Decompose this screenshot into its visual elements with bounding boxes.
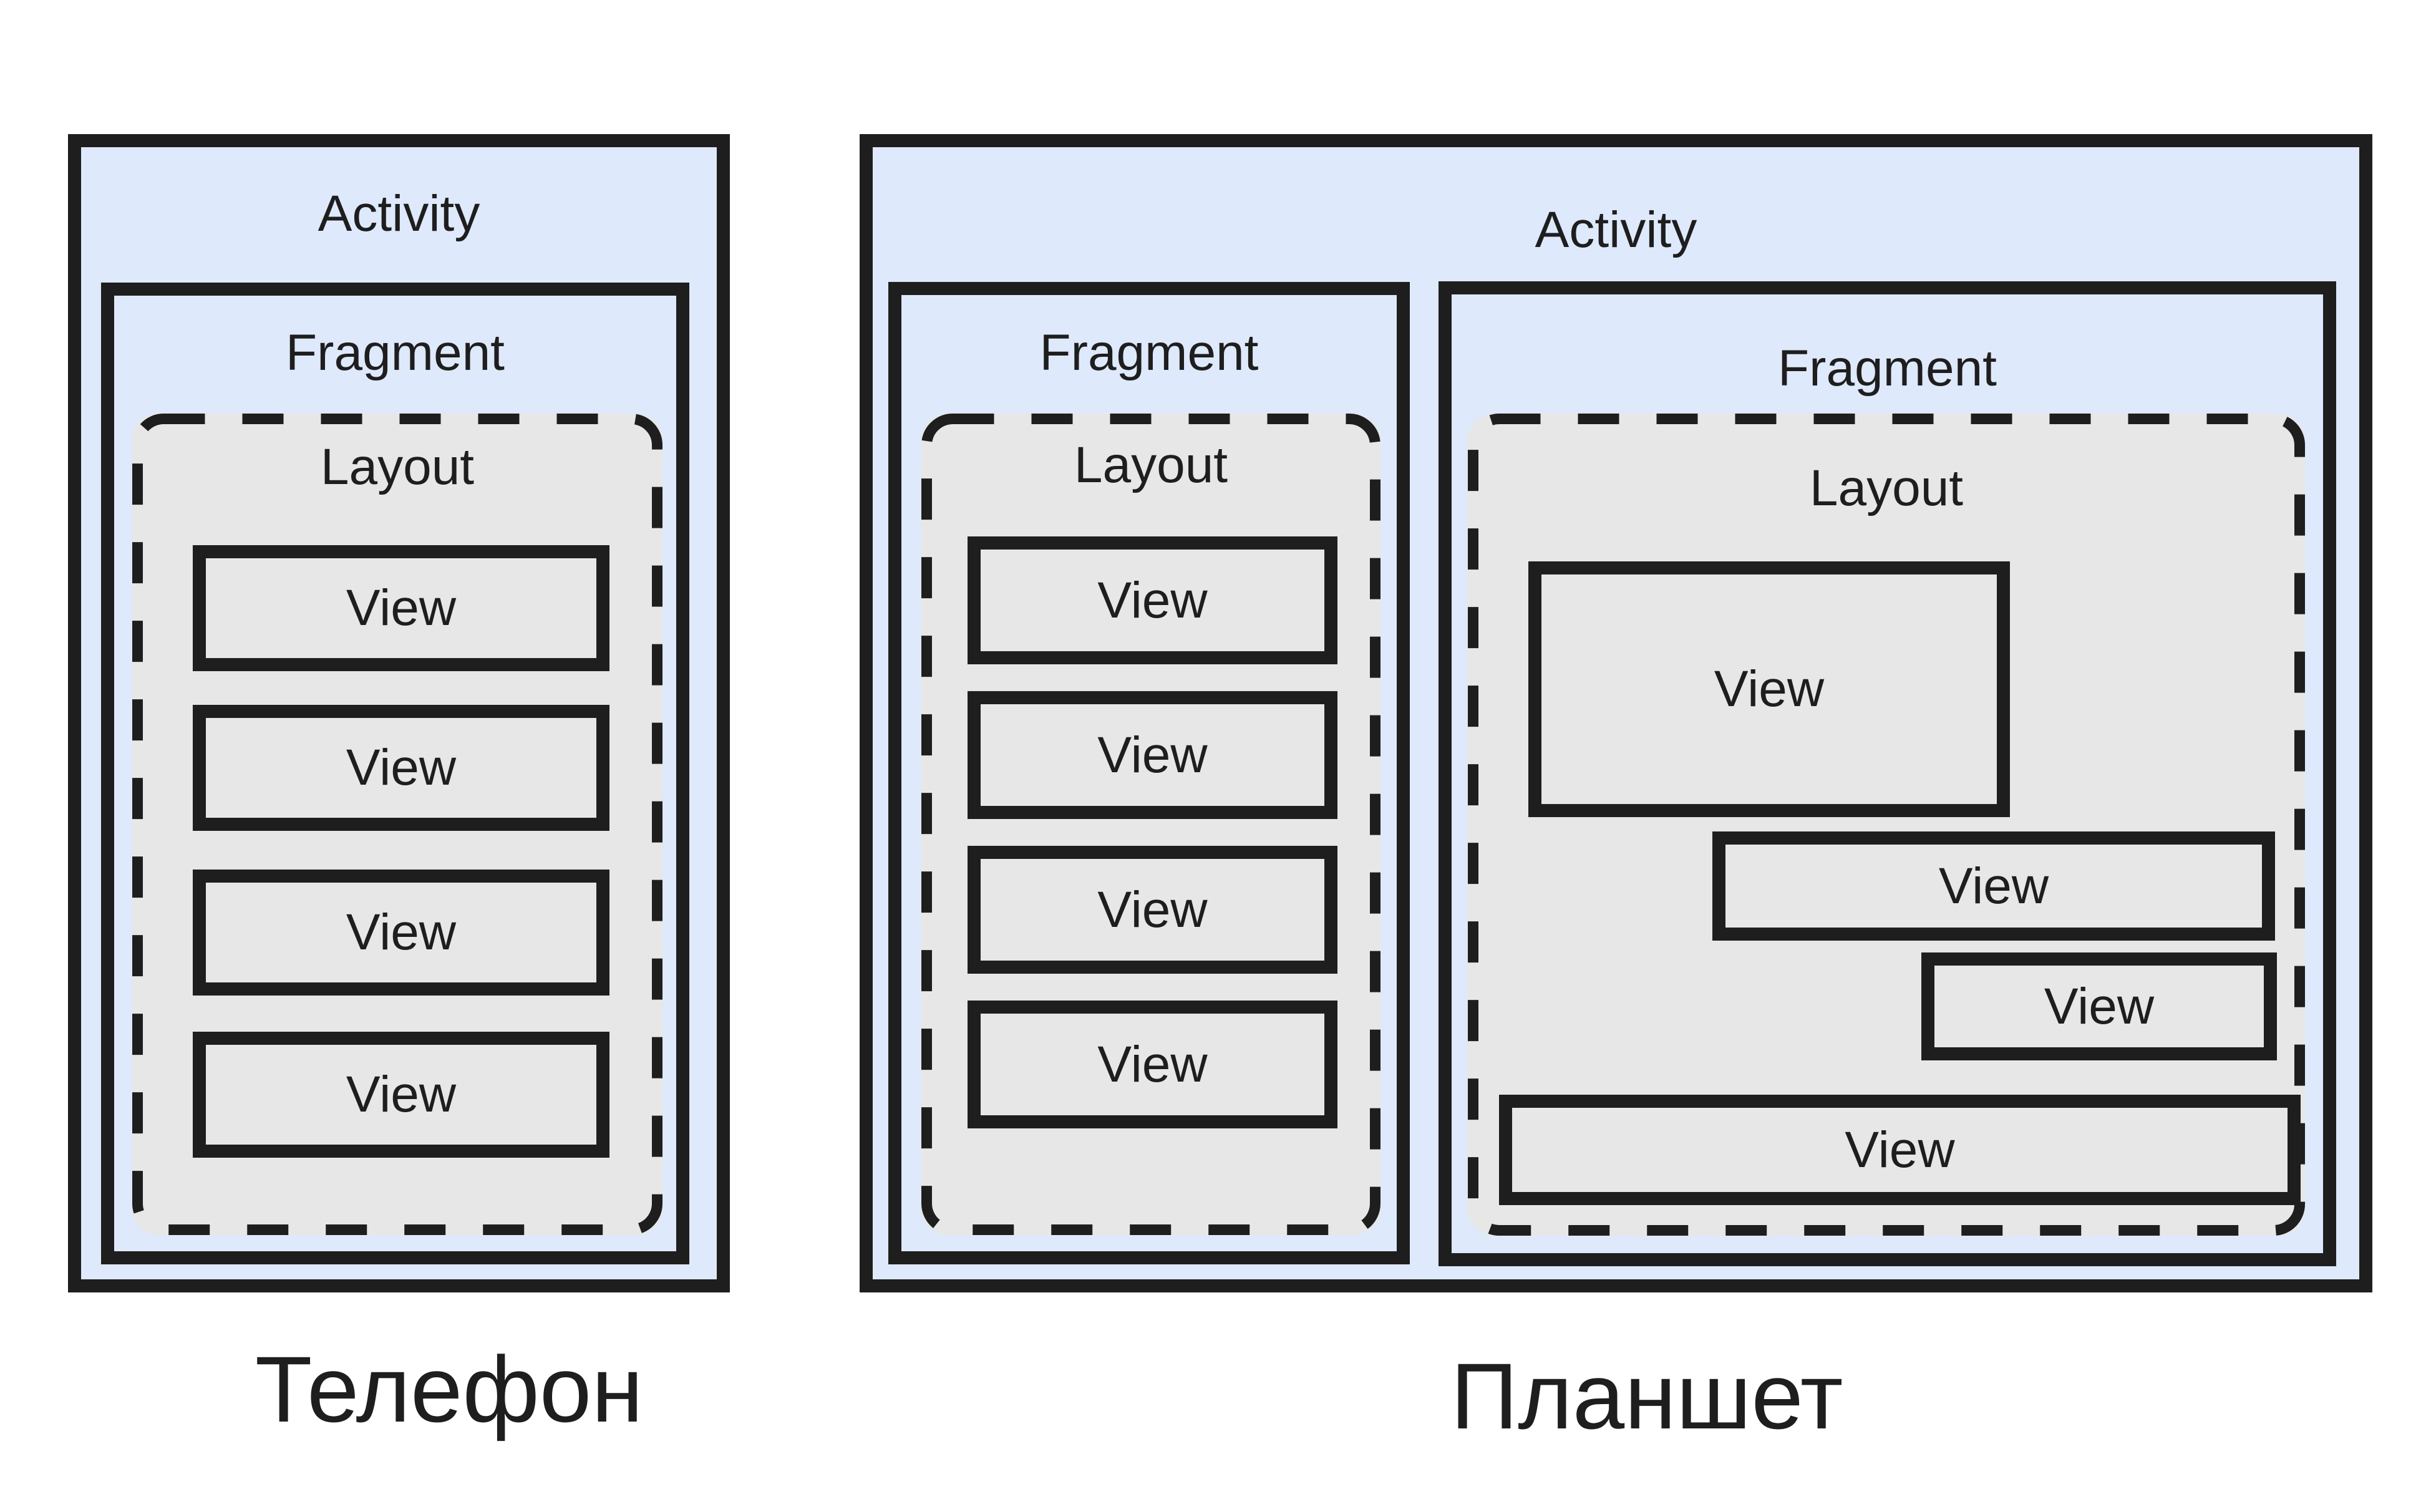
tablet-right-view-bottom: View bbox=[1499, 1095, 2301, 1205]
tablet-activity-box: Activity Fragment Layout View View View … bbox=[860, 134, 2372, 1292]
phone-layout-dashed-border bbox=[132, 414, 662, 1235]
tablet-fragment-right-label: Fragment bbox=[1778, 340, 1997, 397]
tablet-left-layout-dashed-border bbox=[921, 414, 1380, 1235]
tablet-fragment-left-label: Fragment bbox=[1039, 324, 1259, 381]
tablet-left-view-1: View bbox=[968, 536, 1337, 664]
phone-layout-box: Layout View View View View bbox=[132, 414, 662, 1235]
tablet-right-layout-dashed-border bbox=[1468, 414, 2305, 1236]
tablet-right-view-large: View bbox=[1528, 561, 2010, 817]
phone-view-4: View bbox=[193, 1032, 609, 1158]
phone-fragment-box: Fragment Layout View View View View bbox=[101, 283, 689, 1264]
tablet-left-layout-label: Layout bbox=[1074, 437, 1228, 493]
tablet-activity-label: Activity bbox=[1535, 201, 1697, 258]
tablet-left-view-4: View bbox=[968, 1001, 1337, 1128]
tablet-right-layout-label: Layout bbox=[1809, 460, 1964, 516]
tablet-left-view-2: View bbox=[968, 691, 1337, 819]
tablet-fragment-left-layout-box: Layout View View View View bbox=[921, 414, 1380, 1235]
tablet-left-view-3: View bbox=[968, 846, 1337, 974]
phone-activity-box: Activity Fragment Layout View View View … bbox=[68, 134, 730, 1292]
phone-caption: Телефон bbox=[255, 1337, 644, 1442]
phone-view-2: View bbox=[193, 705, 609, 831]
phone-layout-label: Layout bbox=[320, 439, 475, 495]
phone-view-1: View bbox=[193, 545, 609, 671]
phone-fragment-label: Fragment bbox=[286, 324, 505, 381]
phone-activity-label: Activity bbox=[318, 185, 480, 242]
tablet-fragment-right-box: Fragment Layout View View View View bbox=[1439, 281, 2336, 1266]
tablet-fragment-left-box: Fragment Layout View View View View bbox=[888, 282, 1410, 1264]
tablet-right-view-small: View bbox=[1921, 952, 2277, 1060]
tablet-fragment-right-layout-box: Layout View View View View bbox=[1468, 414, 2305, 1236]
tablet-right-view-middle: View bbox=[1712, 831, 2275, 941]
tablet-caption: Планшет bbox=[1450, 1344, 1843, 1448]
phone-view-3: View bbox=[193, 870, 609, 996]
